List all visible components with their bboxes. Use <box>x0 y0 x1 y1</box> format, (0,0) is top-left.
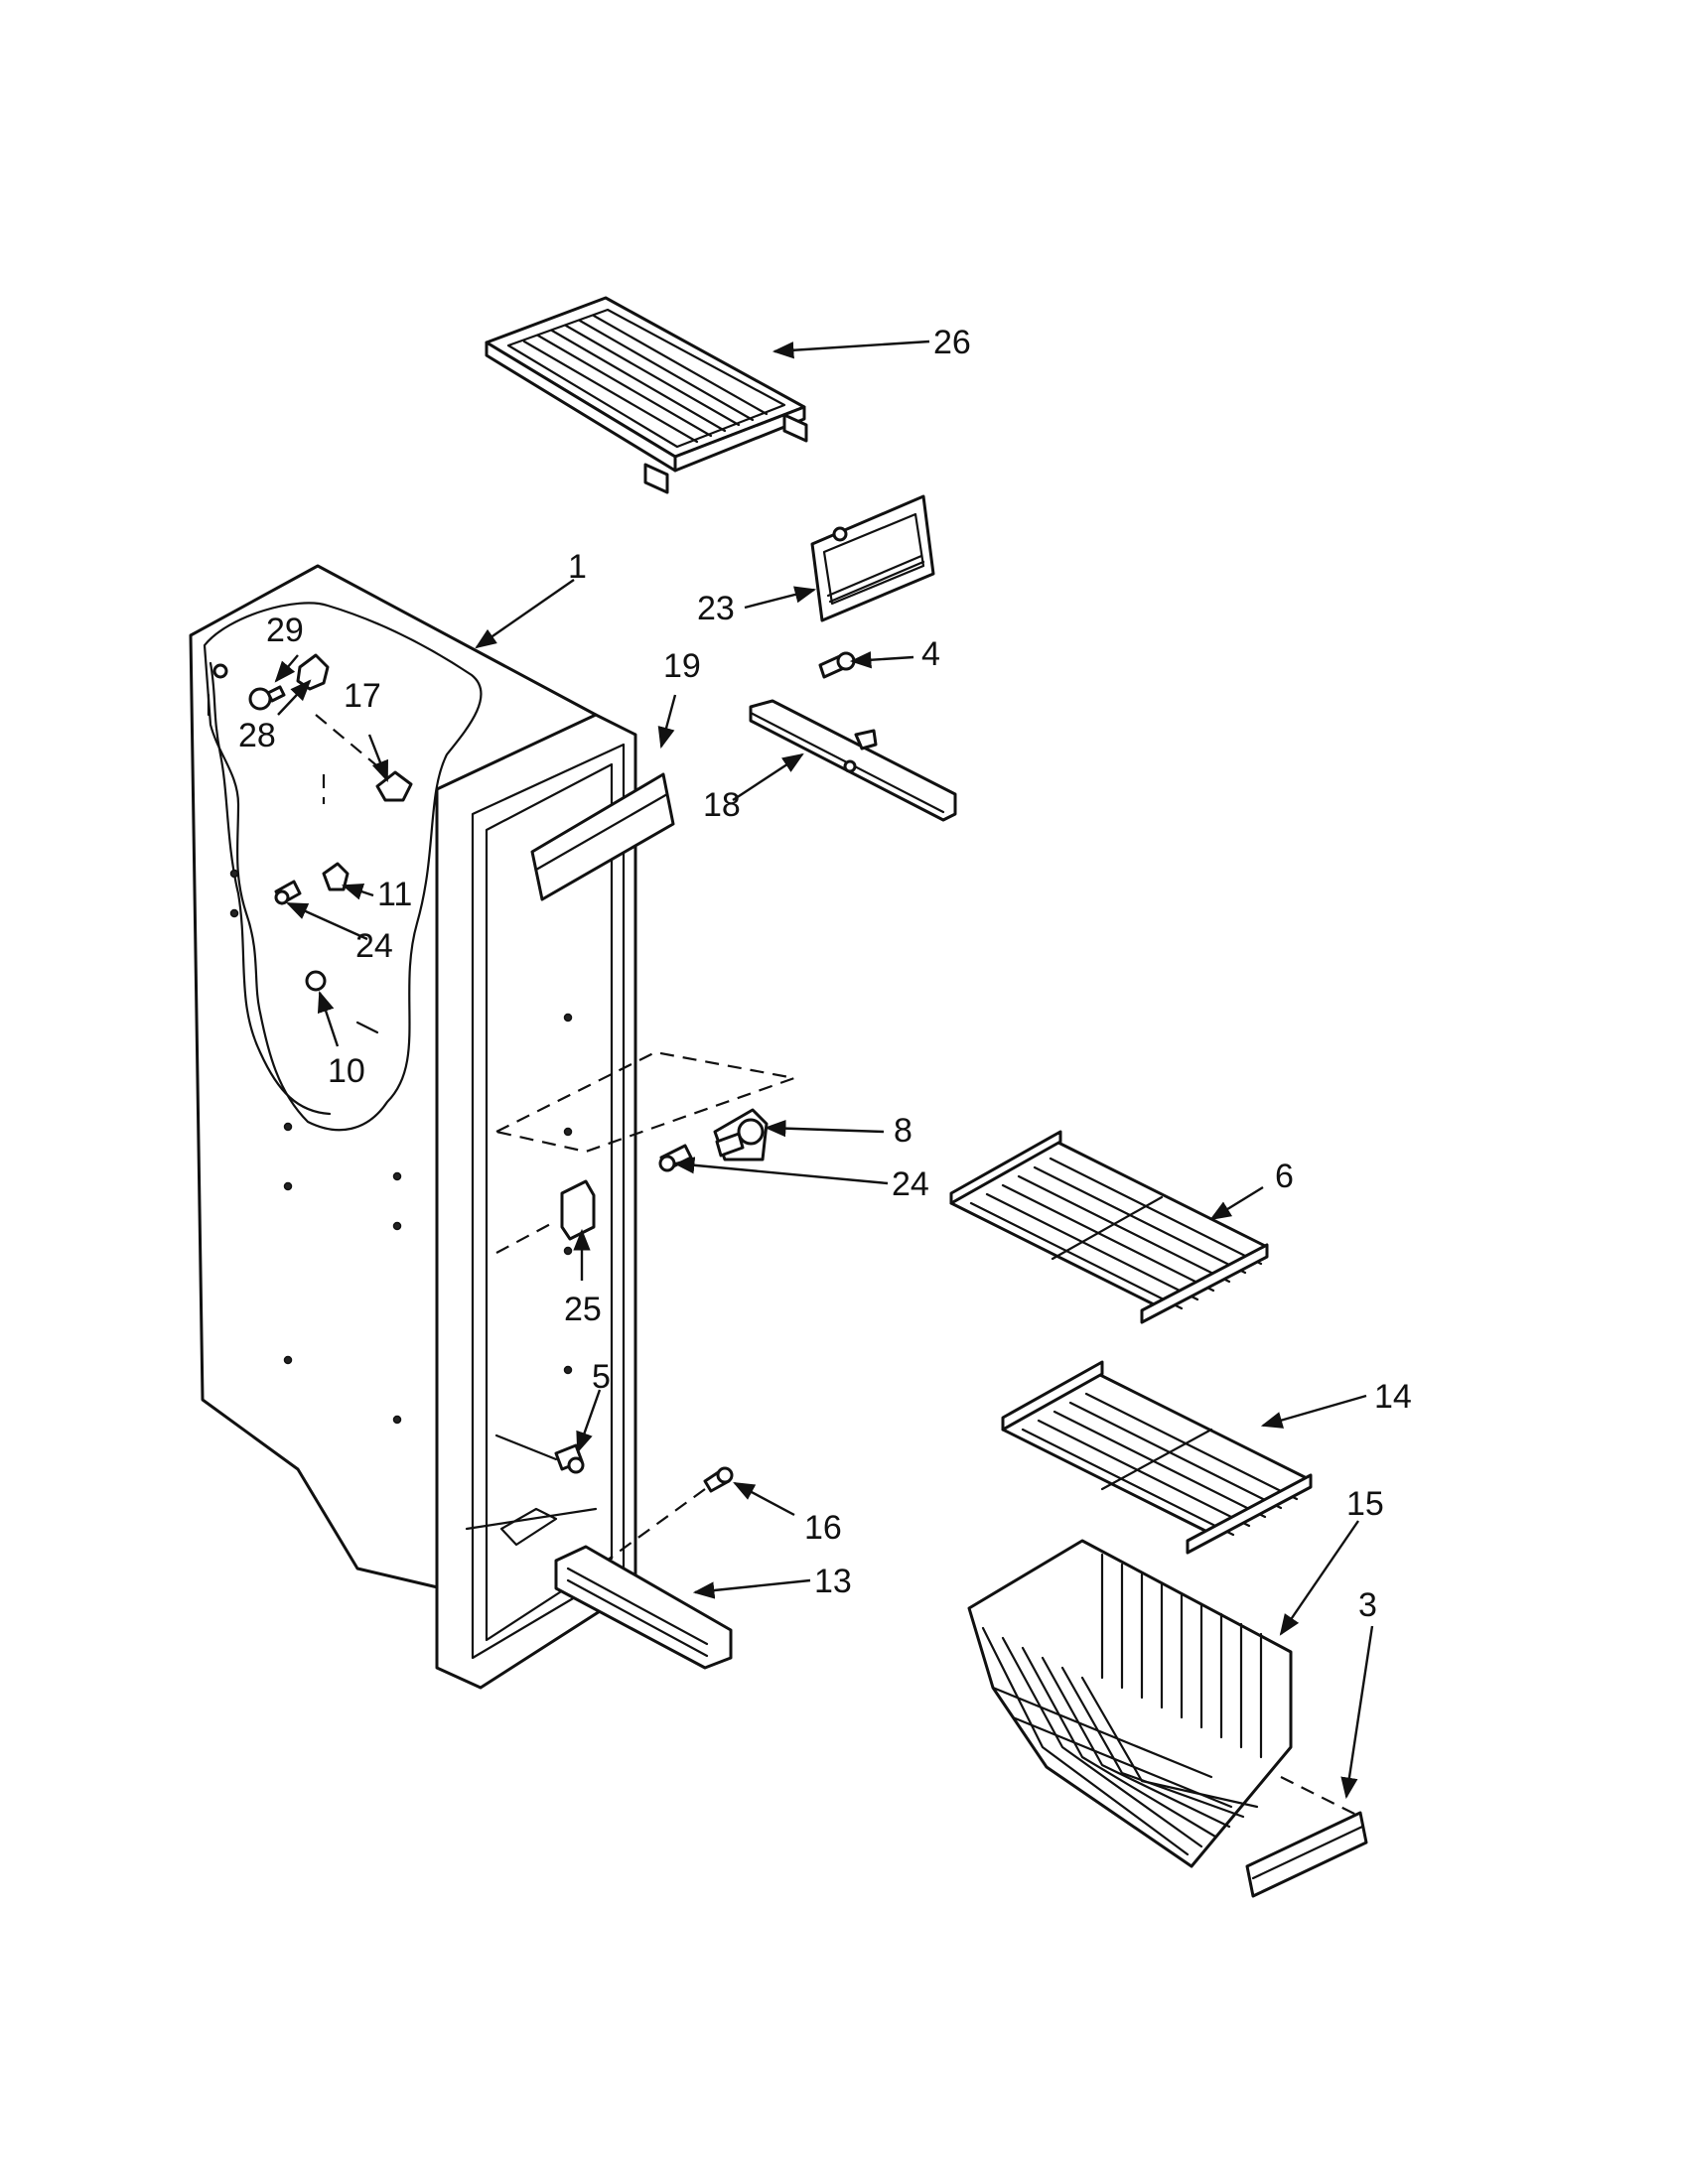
part-24b-screw <box>658 1144 693 1172</box>
callout-13: 13 <box>814 1563 852 1600</box>
callout-labels: 26 1 23 4 19 18 29 28 17 11 24 10 8 24 2… <box>238 324 1412 1624</box>
part-8-damper-control <box>713 1108 769 1161</box>
part-11-thermostat-bracket <box>322 862 350 891</box>
part-3-basket-trim <box>1245 1811 1368 1898</box>
part-5-screw <box>554 1443 585 1474</box>
callout-4: 4 <box>921 635 940 673</box>
callout-14: 14 <box>1374 1378 1412 1416</box>
part-13-bottom-grille <box>554 1545 733 1670</box>
callout-29: 29 <box>266 612 304 649</box>
callout-23: 23 <box>697 590 735 627</box>
part-14-wire-shelf <box>1001 1360 1313 1555</box>
part-17-clip <box>375 770 413 802</box>
callout-16: 16 <box>804 1509 842 1547</box>
callout-17: 17 <box>344 677 381 715</box>
callout-25: 25 <box>564 1291 602 1328</box>
part-18-bracket <box>749 699 957 822</box>
part-16-screw <box>703 1466 734 1493</box>
callout-3: 3 <box>1358 1586 1377 1624</box>
part-10-plug <box>305 970 327 992</box>
callout-15: 15 <box>1346 1485 1384 1523</box>
callout-24b: 24 <box>892 1165 929 1203</box>
part-6-wire-shelf <box>949 1130 1269 1324</box>
leader-lines <box>274 340 1374 1800</box>
part-24a-screw <box>274 880 302 905</box>
callout-8: 8 <box>894 1112 912 1150</box>
callout-1: 1 <box>568 548 587 586</box>
part-28-light-bulb <box>248 685 286 711</box>
part-25-switch <box>560 1179 596 1241</box>
callout-26: 26 <box>933 324 971 361</box>
callout-6: 6 <box>1275 1158 1294 1195</box>
callout-19: 19 <box>663 647 701 685</box>
callout-5: 5 <box>592 1358 611 1396</box>
callout-28: 28 <box>238 717 276 754</box>
part-4-screw <box>818 651 856 679</box>
part-23-light-shield <box>810 494 935 622</box>
callout-10: 10 <box>328 1052 365 1090</box>
part-15-wire-basket <box>967 1539 1293 1868</box>
callout-18: 18 <box>703 786 741 824</box>
part-26-top-grille <box>485 296 808 494</box>
part-19-cover <box>530 772 675 901</box>
callout-24a: 24 <box>355 927 393 965</box>
callout-11: 11 <box>377 876 412 913</box>
